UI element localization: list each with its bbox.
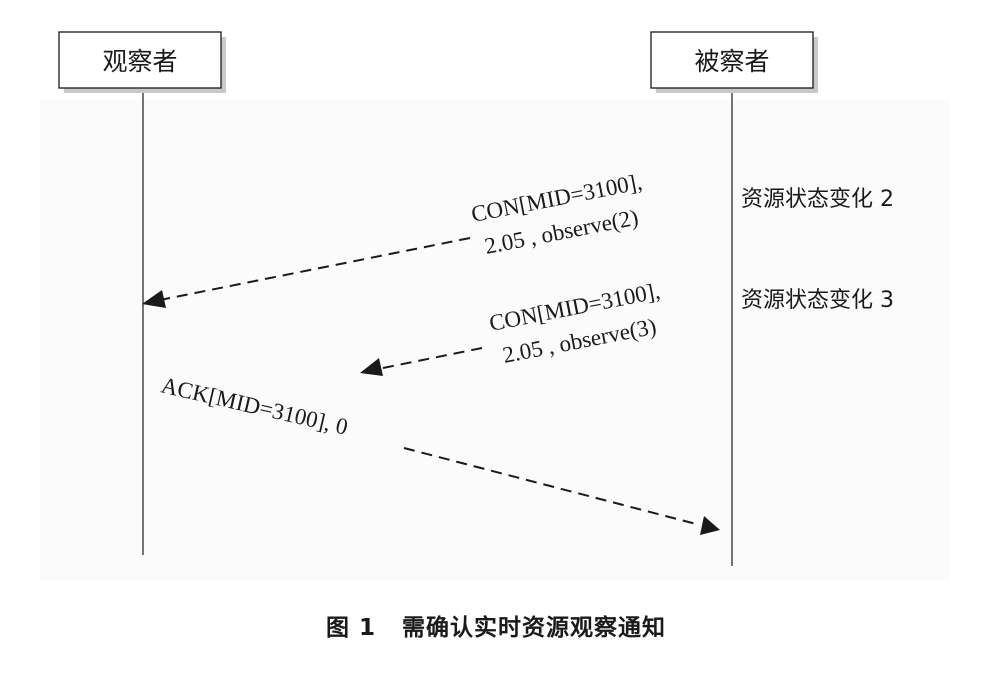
- arrowhead-icon: [142, 290, 166, 308]
- figure-caption: 图 1 需确认实时资源观察通知: [0, 608, 992, 642]
- figure-title: 需确认实时资源观察通知: [402, 615, 666, 641]
- arrowhead-icon: [360, 358, 383, 376]
- observed-label: 被察者: [694, 47, 769, 76]
- sequence-diagram: 观察者 被察者 资源状态变化 2 资源状态变化 3 CON[MID=3100],…: [40, 31, 950, 580]
- state-change-note-2: 资源状态变化 2: [741, 187, 894, 212]
- observer-actor: 观察者: [58, 31, 226, 93]
- state-change-note-3: 资源状态变化 3: [741, 288, 894, 313]
- message-arrow-line: [403, 447, 701, 526]
- observed-actor: 被察者: [650, 31, 818, 93]
- arrowhead-icon: [700, 516, 720, 535]
- figure-number: 图 1: [325, 615, 376, 641]
- background: [40, 100, 950, 580]
- observer-label: 观察者: [102, 47, 177, 76]
